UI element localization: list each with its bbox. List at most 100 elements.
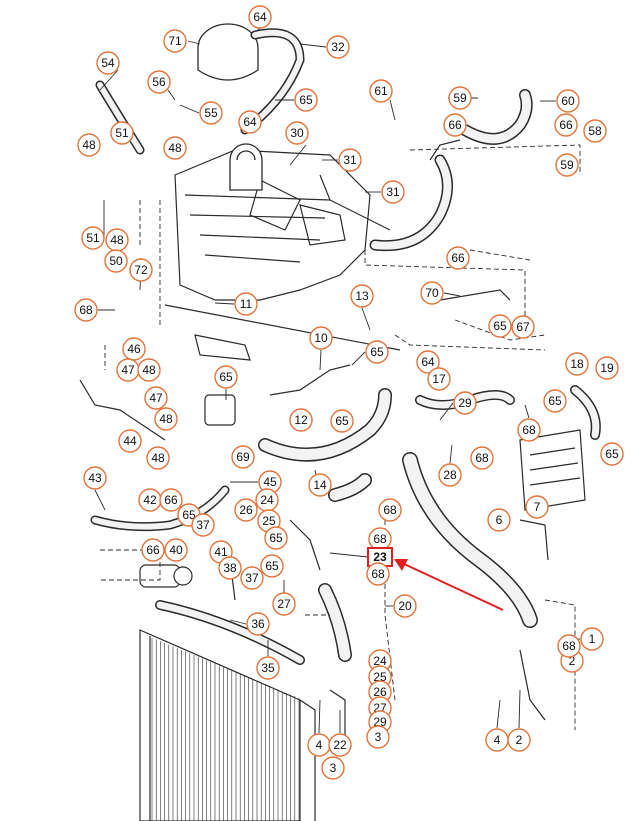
callout-number: 37	[196, 518, 210, 532]
callout-ring	[366, 725, 390, 749]
callout-ring	[159, 488, 183, 512]
callout-ring	[487, 508, 511, 532]
callout-ring	[369, 79, 393, 103]
callout-3: 3	[321, 756, 345, 780]
callout-number: 3	[375, 730, 382, 744]
callout-4: 4	[485, 728, 509, 752]
callout-65: 65	[600, 442, 624, 466]
callout-ring	[234, 498, 258, 522]
callout-ring	[420, 281, 444, 305]
callout-ring	[555, 153, 579, 177]
callout-ring	[328, 733, 352, 757]
callout-number: 68	[383, 503, 397, 517]
callout-number: 68	[562, 639, 576, 653]
callout-24: 24	[255, 488, 279, 512]
callout-48: 48	[105, 228, 129, 252]
callout-number: 46	[127, 342, 141, 356]
callout-ring	[238, 110, 262, 134]
callout-ring	[565, 352, 589, 376]
callout-number: 37	[245, 571, 259, 585]
callout-number: 66	[164, 493, 178, 507]
reference-lines	[100, 144, 581, 730]
callout-number: 54	[101, 56, 115, 70]
callout-30: 30	[285, 121, 309, 145]
callout-number: 25	[373, 670, 387, 684]
leader-line	[319, 349, 322, 371]
callout-66: 66	[446, 246, 470, 270]
callout-number: 2	[516, 733, 523, 747]
callout-number: 17	[432, 372, 446, 386]
callout-66: 66	[141, 538, 165, 562]
callout-ring	[330, 409, 354, 433]
callout-number: 55	[204, 106, 218, 120]
callout-number: 42	[143, 493, 157, 507]
callout-number: 50	[109, 254, 123, 268]
leader-line	[443, 292, 461, 297]
callout-66: 66	[554, 113, 578, 137]
callout-50: 50	[104, 249, 128, 273]
callout-31: 31	[338, 148, 362, 172]
callout-ring	[164, 538, 188, 562]
callout-ring	[557, 634, 581, 658]
callout-number: 45	[263, 475, 277, 489]
callout-number: 25	[262, 514, 276, 528]
callout-26: 26	[234, 498, 258, 522]
callout-ring	[308, 473, 332, 497]
callout-71: 71	[163, 29, 187, 53]
expansion-tank	[197, 23, 263, 191]
callout-56: 56	[147, 70, 171, 94]
callout-20: 20	[393, 594, 417, 618]
callout-3: 3	[366, 725, 390, 749]
callout-4: 4	[307, 733, 331, 757]
leader-line	[214, 302, 235, 305]
leader-line	[179, 104, 200, 114]
callout-ring	[272, 592, 296, 616]
callout-70: 70	[420, 281, 444, 305]
callout-ring	[350, 284, 374, 308]
callout-ring	[146, 446, 170, 470]
callout-65: 65	[260, 554, 284, 578]
callout-number: 65	[269, 531, 283, 545]
callout-61: 61	[369, 79, 393, 103]
callout-number: 66	[448, 118, 462, 132]
callout-ring	[141, 538, 165, 562]
callout-ring	[285, 121, 309, 145]
leader-line	[94, 489, 106, 511]
highlight-arrow	[394, 559, 504, 611]
callout-number: 18	[570, 357, 584, 371]
leader-line	[99, 69, 119, 91]
callout-68: 68	[470, 446, 494, 470]
callout-13: 13	[350, 284, 374, 308]
callout-ring	[453, 391, 477, 415]
callout-65: 65	[543, 389, 567, 413]
callout-number: 65	[370, 345, 384, 359]
callout-58: 58	[583, 119, 607, 143]
callout-59: 59	[448, 86, 472, 110]
callout-32: 32	[326, 35, 350, 59]
callout-number: 64	[253, 10, 267, 24]
callout-ring	[260, 554, 284, 578]
callout-65: 65	[294, 88, 318, 112]
callout-ring	[595, 356, 619, 380]
callout-59: 59	[555, 153, 579, 177]
callout-ring	[144, 386, 168, 410]
callout-number: 43	[88, 471, 102, 485]
callout-6: 6	[487, 508, 511, 532]
oil-cooler	[519, 429, 586, 511]
callout-ring	[256, 656, 280, 680]
callout-65: 65	[365, 340, 389, 364]
callout-ring	[393, 594, 417, 618]
callout-number: 72	[134, 263, 148, 277]
callout-ring	[507, 728, 531, 752]
callout-ring	[214, 365, 238, 389]
callout-ring	[443, 113, 467, 137]
callout-number: 44	[123, 434, 137, 448]
callout-number: 48	[151, 451, 165, 465]
callout-64: 64	[238, 110, 262, 134]
callout-60: 60	[556, 89, 580, 113]
callout-number: 68	[522, 423, 536, 437]
leader-line	[229, 619, 247, 625]
leader-line	[496, 699, 501, 729]
callout-68: 68	[74, 298, 98, 322]
